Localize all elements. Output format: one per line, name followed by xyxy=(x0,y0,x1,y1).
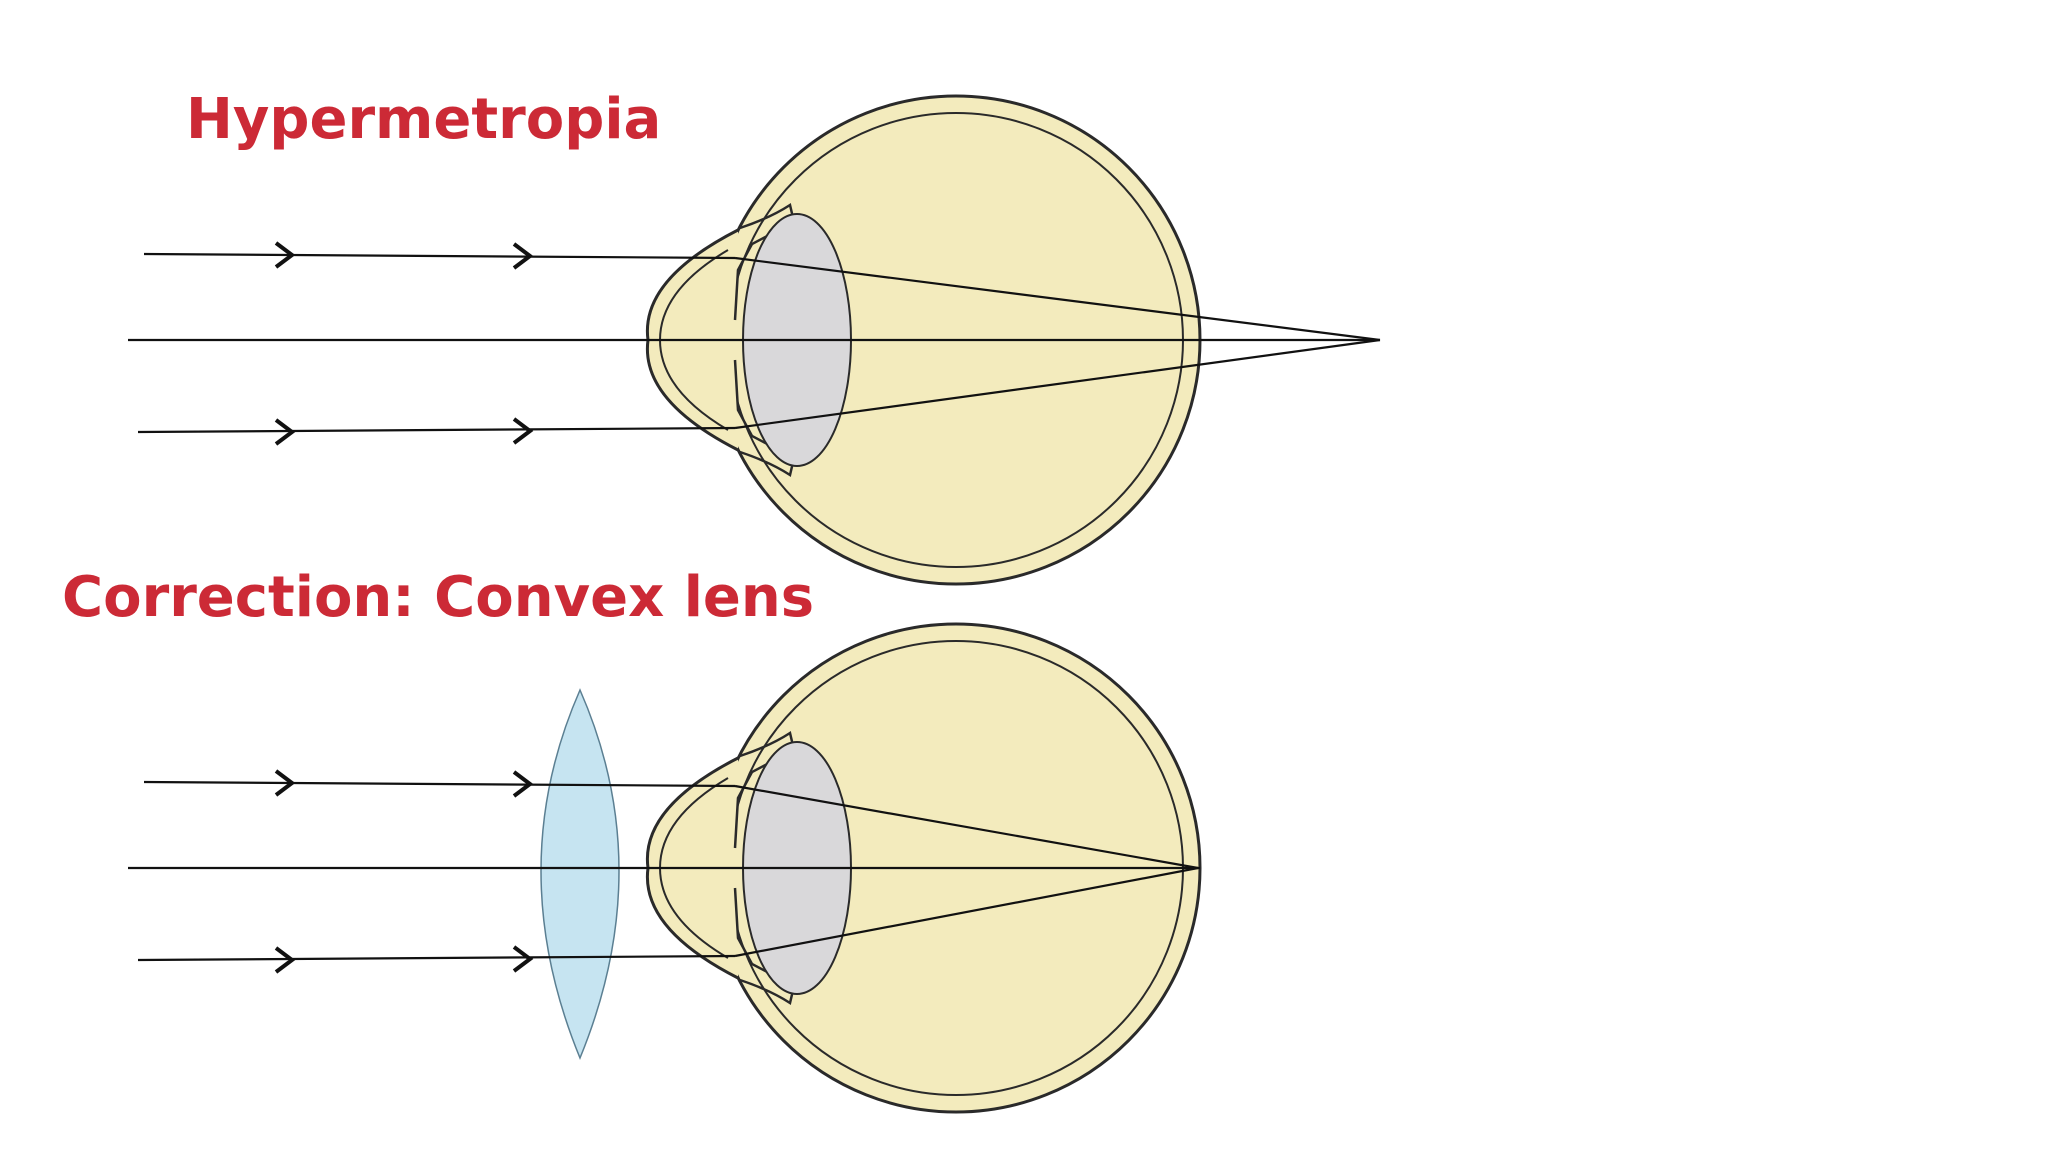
correction-arrows xyxy=(274,769,532,974)
hypermetropia-rays xyxy=(128,252,1381,434)
convex-lens xyxy=(540,688,620,1060)
ray-arrow-icon xyxy=(512,417,532,445)
correction-rays xyxy=(128,780,1200,962)
hypermetropia-title: Hypermetropia xyxy=(186,87,662,152)
hypermetropia-arrows xyxy=(274,241,532,446)
ray-arrow-icon xyxy=(512,945,532,973)
correction-title: Correction: Convex lens xyxy=(62,565,815,630)
